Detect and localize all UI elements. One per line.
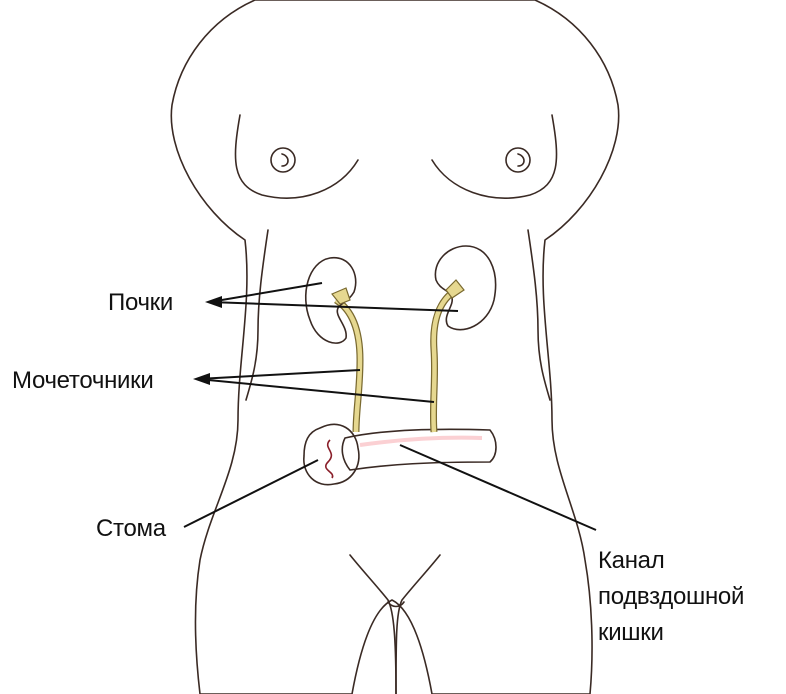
nipple-right [506, 148, 530, 172]
leader-kidney-right [210, 302, 458, 311]
ileal-conduit [342, 429, 496, 470]
leader-kidney-wedge [205, 296, 222, 308]
leader-conduit [400, 445, 596, 530]
conduit-highlight [360, 438, 482, 445]
chest-contour-left [235, 115, 358, 198]
label-conduit-line3: кишки [598, 619, 664, 646]
label-ureters: Мочеточники [12, 367, 153, 394]
leader-stoma [184, 460, 318, 527]
nipple-left-inner [282, 154, 288, 166]
kidney-right [435, 246, 495, 330]
label-conduit-line1: Канал [598, 547, 664, 574]
label-kidneys: Почки [108, 289, 173, 316]
leader-ureter-wedge [193, 373, 210, 385]
renal-pelvis-left [332, 288, 350, 304]
torso [171, 0, 618, 694]
groin-right [396, 555, 440, 694]
waist-contour-right [528, 230, 550, 400]
nipple-left [271, 148, 295, 172]
label-stoma: Стома [96, 515, 167, 542]
stoma-fold [326, 440, 333, 478]
leader-ureter-right [198, 379, 434, 402]
chest-contour-right [432, 115, 557, 198]
label-conduit-line2: подвздошной [598, 583, 744, 610]
leader-ureter-left [198, 370, 360, 379]
nipple-right-inner [518, 154, 524, 166]
